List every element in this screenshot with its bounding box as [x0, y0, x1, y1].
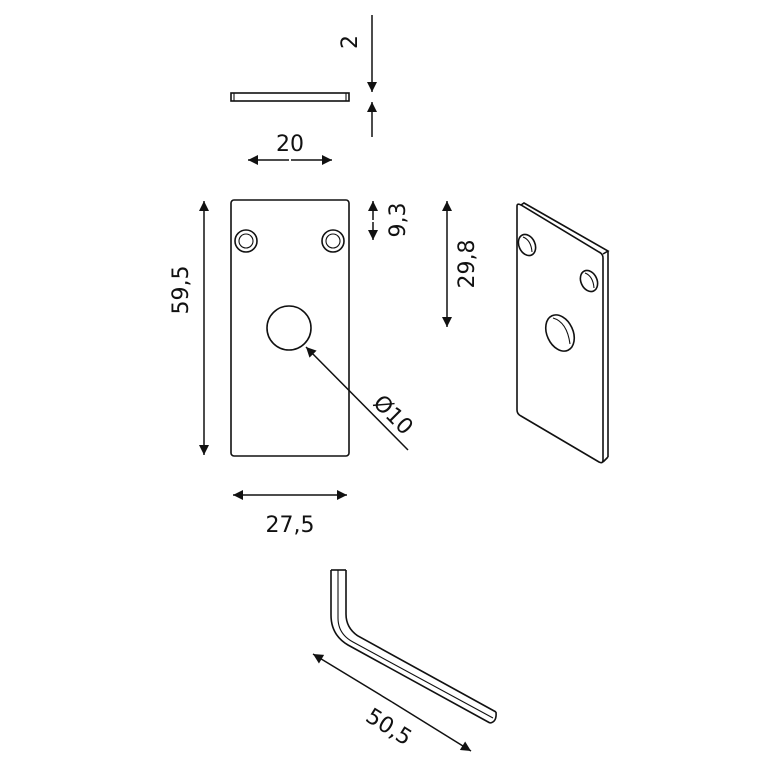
- thickness-dimension: 2: [338, 15, 377, 137]
- plate-width-dimension: 27,5: [233, 490, 347, 538]
- thickness-label: 2: [338, 35, 363, 49]
- plate-height-label: 59,5: [169, 266, 194, 315]
- hole-offset-dimension: 9,3: [368, 201, 411, 240]
- plate-front-view: [230, 199, 350, 457]
- plate-isometric-view: [516, 202, 610, 464]
- plate-height-dimension: 59,5: [169, 201, 209, 455]
- plate-width-label: 27,5: [266, 513, 315, 538]
- hole-diameter-label: Ø10: [368, 391, 418, 441]
- center-offset-dimension: 29,8: [442, 201, 480, 327]
- center-offset-label: 29,8: [455, 240, 480, 289]
- hole-diameter-callout: Ø10: [305, 346, 418, 451]
- strip-width-label: 20: [276, 132, 304, 157]
- plate-edge-view: [230, 92, 350, 102]
- center-hole: [266, 305, 312, 351]
- iso-screw-hole-right: [579, 269, 599, 293]
- iso-center-hole: [544, 314, 576, 352]
- hole-offset-label: 9,3: [386, 203, 411, 238]
- allen-key: [330, 569, 497, 724]
- screw-hole-left: [234, 229, 258, 253]
- screw-hole-right: [321, 229, 345, 253]
- iso-screw-hole-top: [517, 233, 537, 257]
- strip-width-dimension: 20: [248, 132, 332, 165]
